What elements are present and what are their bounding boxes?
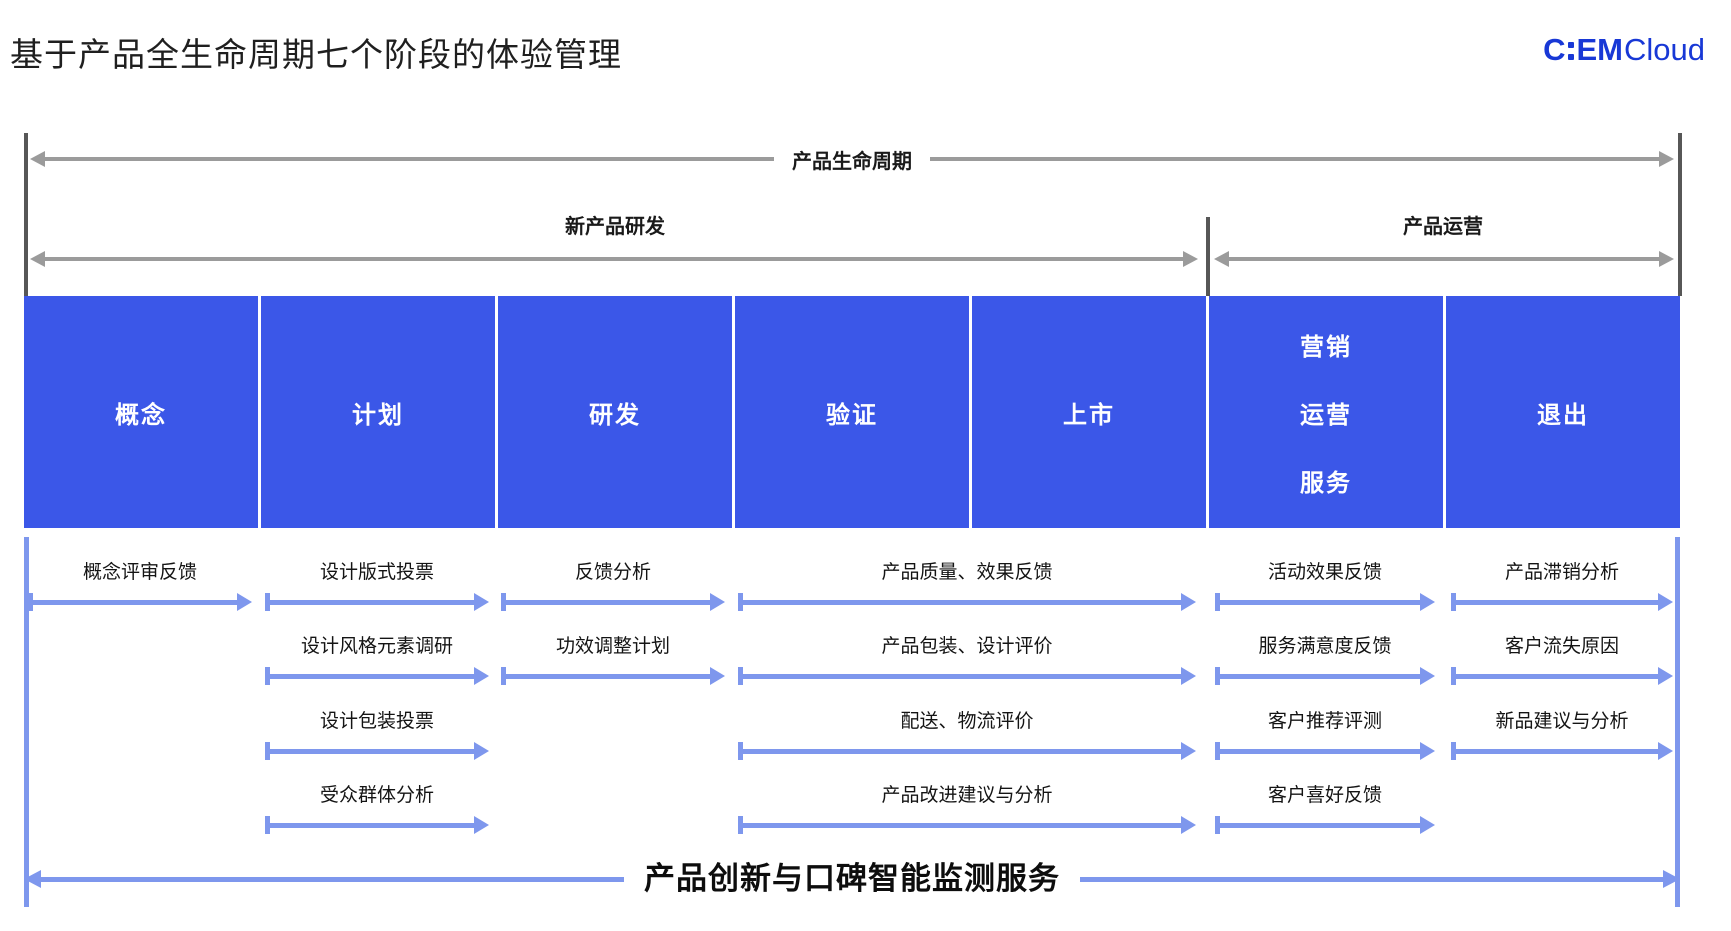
stage-box-plan: 计划 (261, 296, 495, 528)
right-arrow-icon (738, 816, 1196, 834)
feedback-label: 活动效果反馈 (1267, 562, 1382, 583)
service-label: 产品创新与口碑智能监测服务 (644, 861, 1060, 896)
page-title: 基于产品全生命周期七个阶段的体验管理 (10, 36, 622, 73)
arrow-right-icon (1183, 251, 1198, 267)
right-arrow-icon (738, 593, 1196, 611)
lifecycle-label: 产品生命周期 (792, 150, 912, 173)
feedback-item: 受众群体分析 (265, 783, 489, 834)
feedback-label: 配送、物流评价 (900, 711, 1034, 732)
feedback-item: 概念评审反馈 (28, 560, 252, 611)
stage-box-concept: 概念 (24, 296, 258, 528)
feedback-item: 客户喜好反馈 (1215, 783, 1435, 834)
feedback-label: 设计版式投票 (319, 562, 434, 583)
logo-colon-icon (1567, 41, 1574, 60)
right-arrow-icon (738, 742, 1196, 760)
right-arrow-icon (1080, 870, 1680, 888)
feedback-label: 产品滞销分析 (1504, 562, 1619, 583)
right-arrow-icon (501, 667, 725, 685)
logo-text-em: EM (1576, 32, 1624, 67)
service-band: 产品创新与口碑智能监测服务 (24, 858, 1680, 900)
feedback-item: 客户流失原因 (1451, 634, 1673, 685)
lifecycle-arrow: 产品生命周期 (30, 151, 1674, 173)
feedback-item: 功效调整计划 (501, 634, 725, 685)
feedback-item: 设计版式投票 (265, 560, 489, 611)
feedback-item: 新品建议与分析 (1451, 709, 1673, 760)
right-arrow-icon (1451, 667, 1673, 685)
brand-logo: C EM Cloud (1543, 34, 1705, 65)
feedback-label: 服务满意度反馈 (1258, 636, 1392, 657)
right-arrow-icon (1215, 742, 1435, 760)
stage-box-launch: 上市 (972, 296, 1206, 528)
feedback-label: 产品改进建议与分析 (881, 785, 1053, 806)
feedback-item: 活动效果反馈 (1215, 560, 1435, 611)
feedback-label: 客户推荐评测 (1267, 711, 1382, 732)
right-arrow-icon (265, 742, 489, 760)
right-arrow-icon (1215, 667, 1435, 685)
feedback-label: 新品建议与分析 (1495, 711, 1629, 732)
arrow-left-icon (30, 151, 45, 167)
feedback-label: 受众群体分析 (319, 785, 434, 806)
right-arrow-icon (1451, 593, 1673, 611)
timeline-left-bar (24, 133, 28, 296)
right-arrow-icon (738, 667, 1196, 685)
feedback-label: 概念评审反馈 (82, 562, 197, 583)
stage-box-develop: 研发 (498, 296, 732, 528)
feedback-label: 产品质量、效果反馈 (881, 562, 1053, 583)
arrow-left-icon (1214, 251, 1229, 267)
right-arrow-icon (28, 593, 252, 611)
feedback-item: 产品滞销分析 (1451, 560, 1673, 611)
right-arrow-icon (1215, 816, 1435, 834)
right-arrow-icon (1215, 593, 1435, 611)
arrow-right-icon (1659, 251, 1674, 267)
timeline-mid-bar (1206, 217, 1210, 296)
feedback-item: 产品包装、设计评价 (738, 634, 1196, 685)
feedback-item: 设计风格元素调研 (265, 634, 489, 685)
feedback-item: 产品改进建议与分析 (738, 783, 1196, 834)
right-arrow-icon (265, 816, 489, 834)
feedback-item: 服务满意度反馈 (1215, 634, 1435, 685)
stage-row: 概念 计划 研发 验证 上市 营销 运营 服务 退出 (24, 296, 1680, 528)
feedback-label: 反馈分析 (574, 562, 651, 583)
feedback-label: 产品包装、设计评价 (881, 636, 1053, 657)
timeline-right-bar (1678, 133, 1682, 296)
logo-text-c: C (1543, 32, 1566, 67)
development-label: 新产品研发 (565, 216, 665, 238)
feedback-item: 设计包装投票 (265, 709, 489, 760)
feedback-item: 客户推荐评测 (1215, 709, 1435, 760)
right-arrow-icon (501, 593, 725, 611)
right-arrow-icon (1451, 742, 1673, 760)
stage-box-verify: 验证 (735, 296, 969, 528)
feedback-label: 客户喜好反馈 (1267, 785, 1382, 806)
left-arrow-icon (24, 870, 624, 888)
feedback-label: 功效调整计划 (555, 636, 670, 657)
operation-label: 产品运营 (1403, 216, 1483, 238)
feedback-item: 反馈分析 (501, 560, 725, 611)
development-arrow (30, 251, 1198, 267)
feedback-label: 客户流失原因 (1504, 636, 1619, 657)
feedback-item: 配送、物流评价 (738, 709, 1196, 760)
feedback-label: 设计包装投票 (319, 711, 434, 732)
logo-text-cloud: Cloud (1624, 32, 1705, 67)
arrow-left-icon (30, 251, 45, 267)
right-arrow-icon (265, 667, 489, 685)
feedback-item: 产品质量、效果反馈 (738, 560, 1196, 611)
feedback-right-line (1675, 537, 1680, 907)
arrow-right-icon (1659, 151, 1674, 167)
right-arrow-icon (265, 593, 489, 611)
stage-box-exit: 退出 (1446, 296, 1680, 528)
operation-arrow (1214, 251, 1674, 267)
stage-box-marketing-operation-service: 营销 运营 服务 (1209, 296, 1443, 528)
feedback-left-line (24, 537, 29, 907)
feedback-label: 设计风格元素调研 (300, 636, 453, 657)
